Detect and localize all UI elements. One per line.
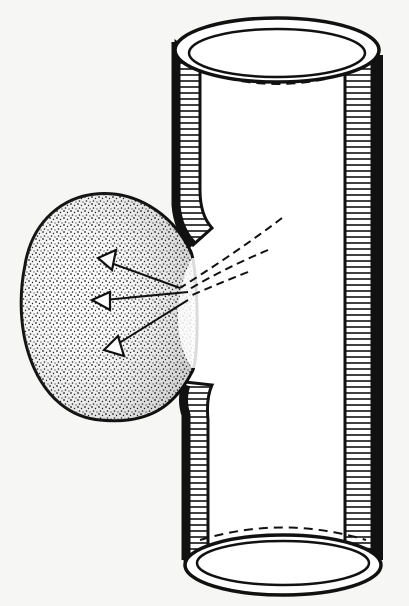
vessel-tube: [175, 18, 381, 595]
